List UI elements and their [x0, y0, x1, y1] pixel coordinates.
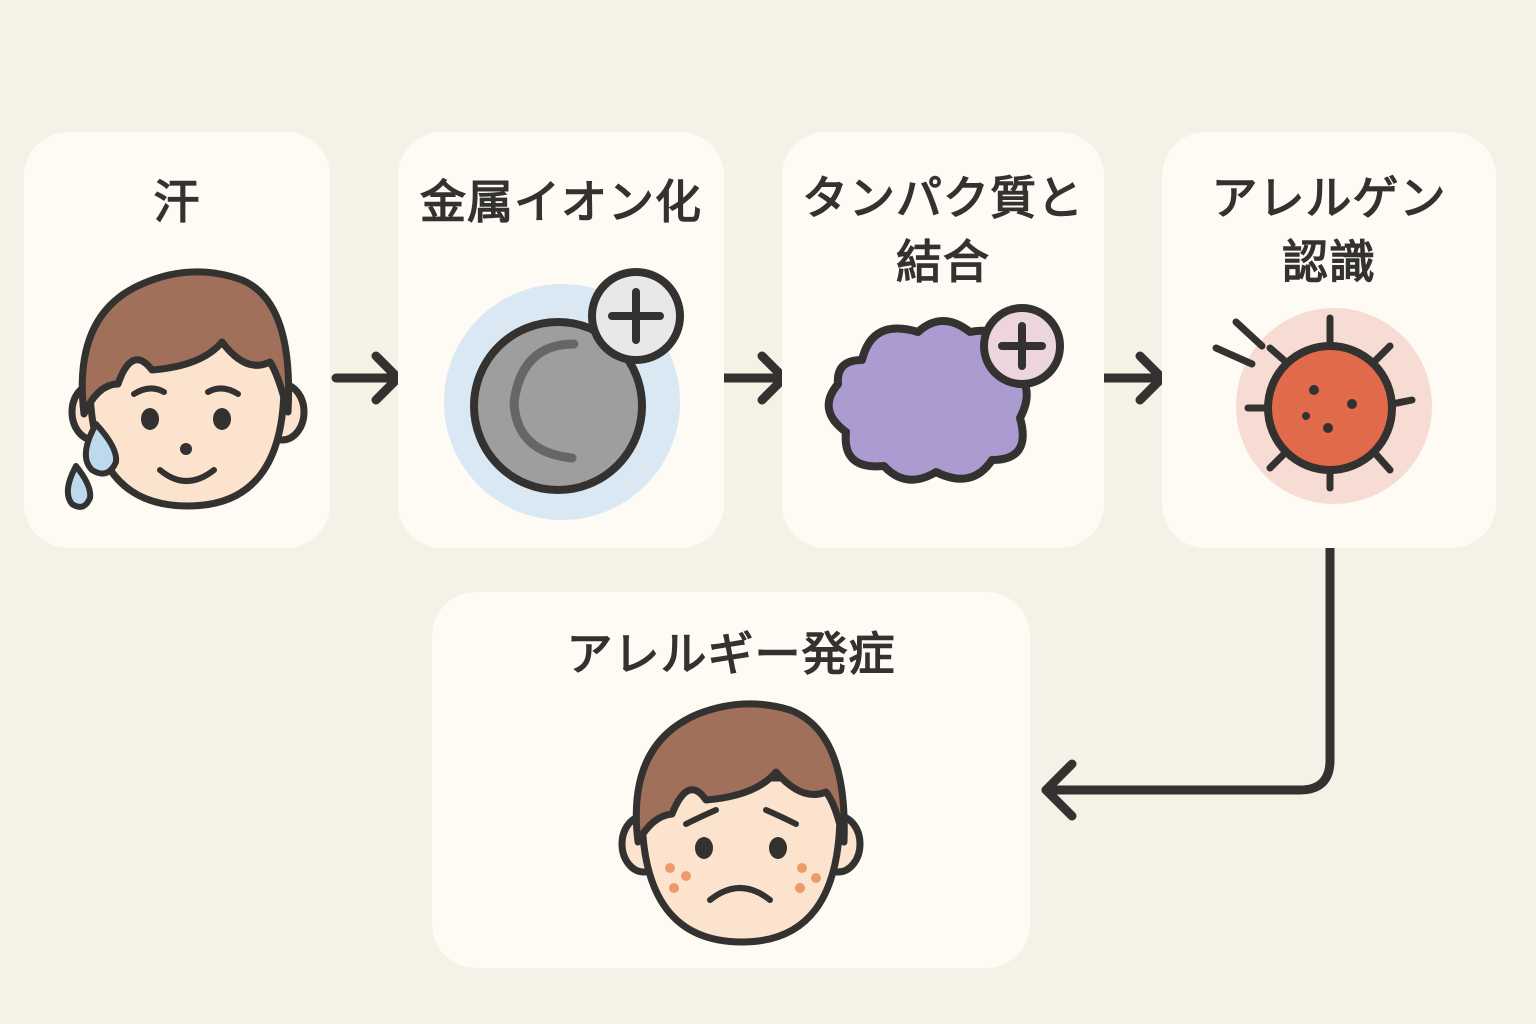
rash-spots-icon — [665, 863, 821, 893]
step-label-metal-ion: 金属イオン化 — [420, 175, 702, 229]
arrow-allergen-to-onset — [1041, 533, 1335, 821]
allergen-germ-icon — [1212, 308, 1432, 504]
step-card-metal-ion: 金属イオン化 — [398, 132, 724, 548]
step-label-protein-binding-line1: タンパク質と — [802, 171, 1084, 225]
step-label-protein-binding-line2: 結合 — [896, 235, 990, 289]
plus-badge-icon — [980, 304, 1064, 388]
rash-sad-face-icon — [618, 700, 864, 946]
step-label-allergen-recognition-line2: 認識 — [1282, 235, 1376, 289]
step-card-protein-binding: タンパク質と 結合 — [782, 132, 1104, 548]
metal-ion-icon — [444, 268, 684, 520]
step-card-allergy-onset: アレルギー発症 — [432, 592, 1030, 968]
step-card-allergen-recognition: アレルゲン 認識 — [1162, 132, 1496, 548]
step-label-sweat: 汗 — [153, 175, 201, 229]
alert-lines-icon — [1212, 318, 1266, 368]
arrow-sweat-to-ion — [331, 351, 403, 405]
plus-badge-icon — [588, 268, 684, 364]
arrow-ion-to-protein — [719, 351, 789, 405]
arrow-protein-to-allergen — [1097, 351, 1167, 405]
protein-binding-icon — [824, 304, 1064, 484]
step-label-allergen-recognition-line1: アレルゲン — [1211, 171, 1447, 225]
step-card-sweat: 汗 — [24, 132, 330, 548]
sweating-face-icon — [64, 268, 308, 510]
step-label-allergy-onset: アレルギー発症 — [566, 627, 896, 681]
